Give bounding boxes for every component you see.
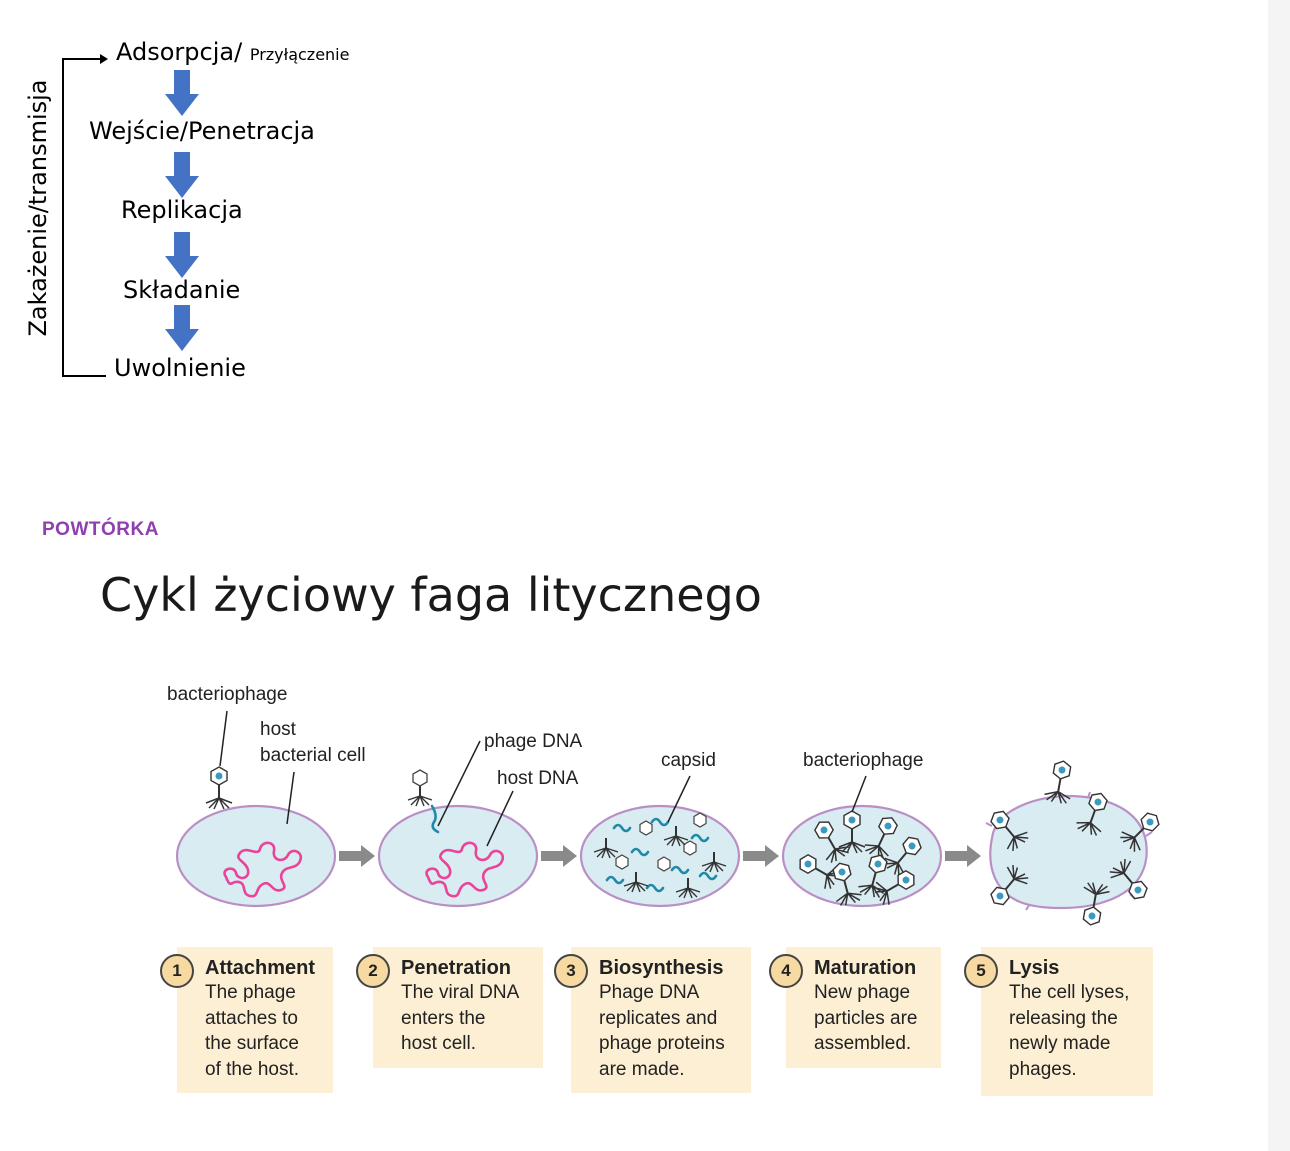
stage-description: Phage DNA replicates and phage proteins …	[599, 982, 725, 1080]
step-release: Uwolnienie	[114, 354, 246, 382]
label-bacteriophage-2: bacteriophage	[803, 750, 924, 771]
stage-box-lysis: Lysis The cell lyses, releasing the newl…	[981, 947, 1153, 1096]
step-adsorption-note: Przyłączenie	[249, 45, 350, 64]
stage-arrow-icon	[339, 845, 375, 867]
page-edge	[1268, 0, 1290, 1151]
step-adsorption-label: Adsorpcja/	[116, 38, 243, 66]
stage-title: Biosynthesis	[599, 957, 724, 979]
stage-number-badge: 1	[160, 954, 194, 988]
cell-biosynthesis	[579, 775, 741, 908]
flow-bracket	[62, 58, 106, 377]
label-capsid: capsid	[661, 750, 716, 771]
stage-arrow-icon	[945, 845, 981, 867]
flow-arrow-icon	[165, 305, 199, 351]
bracket-arrowhead	[100, 54, 108, 64]
flow-arrow-icon	[165, 70, 199, 116]
cell-maturation	[781, 775, 943, 909]
cell-lysis	[983, 757, 1167, 929]
stage-arrow-icon	[541, 845, 577, 867]
cell-penetration	[377, 740, 539, 908]
stage-number-badge: 4	[769, 954, 803, 988]
stage-description: New phage particles are assembled.	[814, 982, 918, 1054]
stage-title: Attachment	[205, 957, 316, 979]
label-host-dna: host DNA	[497, 768, 579, 789]
label-host-cell: host bacterial cell	[260, 719, 366, 766]
stage-box-attachment: Attachment The phage attaches to the sur…	[177, 947, 333, 1093]
stage-title: Penetration	[401, 957, 512, 979]
label-bacteriophage: bacteriophage	[167, 684, 288, 705]
flow-arrow-icon	[165, 152, 199, 198]
stage-box-maturation: Maturation New phage particles are assem…	[786, 947, 941, 1068]
slide-title: Cykl życiowy faga litycznego	[100, 568, 762, 622]
stage-box-penetration: Penetration The viral DNA enters the hos…	[373, 947, 543, 1068]
stage-arrow-icon	[743, 845, 779, 867]
stage-title: Lysis	[1009, 957, 1060, 979]
stage-number-badge: 2	[356, 954, 390, 988]
step-penetration: Wejście/Penetracja	[89, 117, 315, 145]
step-assembly: Składanie	[123, 276, 241, 304]
stage-description: The viral DNA enters the host cell.	[401, 982, 520, 1054]
label-phage-dna: phage DNA	[484, 731, 583, 752]
flow-arrow-icon	[165, 232, 199, 278]
stage-box-biosynthesis: Biosynthesis Phage DNA replicates and ph…	[571, 947, 751, 1093]
stage-description: The phage attaches to the surface of the…	[205, 982, 300, 1080]
stage-number-badge: 5	[964, 954, 998, 988]
stage-number-badge: 3	[554, 954, 588, 988]
step-adsorption: Adsorpcja/ Przyłączenie	[116, 38, 349, 66]
step-replication: Replikacja	[121, 196, 243, 224]
cell-attachment	[175, 710, 337, 908]
stage-title: Maturation	[814, 957, 917, 979]
stage-description: The cell lyses, releasing the newly made…	[1009, 982, 1130, 1080]
review-kicker: POWTÓRKA	[42, 519, 159, 540]
